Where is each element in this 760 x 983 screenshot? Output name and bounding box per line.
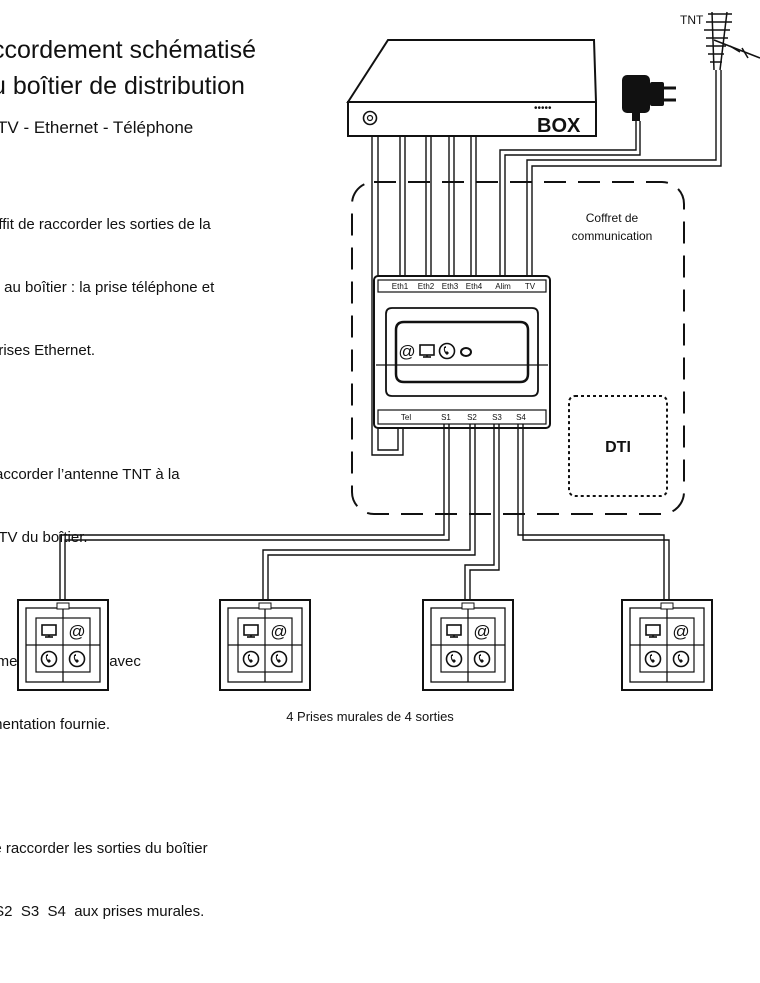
- wall-outlet-4: [621, 599, 713, 691]
- instruction-step-1: uffit de raccorder les sorties de la X a…: [0, 172, 214, 403]
- antenna-label: TNT: [680, 13, 704, 27]
- instruction-step-2: raccorder l’antenne TNT à la eTV du boît…: [0, 422, 214, 590]
- port-label-s4: S4: [516, 413, 526, 422]
- port-label-eth2: Eth2: [418, 282, 435, 291]
- box-label: BOX: [537, 115, 581, 137]
- instruction-line: X au boîtier : la prise téléphone et: [0, 279, 215, 296]
- instruction-list: uffit de raccorder les sorties de la X a…: [0, 172, 214, 983]
- wall-outlet-2: [219, 599, 311, 691]
- port-label-s1: S1: [441, 413, 451, 422]
- port-label-tel: Tel: [401, 413, 411, 422]
- instruction-line: le raccorder les sorties du boîtier: [0, 840, 208, 857]
- port-label-s2: S2: [467, 413, 477, 422]
- port-label-eth4: Eth4: [466, 282, 483, 291]
- wiring-diagram: @ Coffret de communication DTI ••••• BOX: [17, 11, 760, 724]
- port-label-eth1: Eth1: [392, 282, 409, 291]
- instruction-line: eTV du boîtier.: [0, 529, 88, 546]
- enclosure-label-line-1: Coffret de: [586, 211, 639, 225]
- outlet-cables: [59, 424, 670, 600]
- instruction-line: prises Ethernet.: [0, 342, 96, 359]
- subtitle: TV - Ethernet - Téléphone: [0, 118, 194, 137]
- ring-icon: [460, 347, 472, 357]
- at-icon: [68, 622, 86, 641]
- box-power-button: [362, 110, 378, 126]
- tnt-antenna-icon: TNT: [680, 11, 760, 71]
- at-icon: [398, 342, 416, 361]
- box-cables: [371, 70, 722, 456]
- instruction-step-4: le raccorder les sorties du boîtier S2 S…: [0, 796, 214, 964]
- internet-box: ••••• BOX: [346, 39, 598, 137]
- distribution-box: Eth1 Eth2 Eth3 Eth4 Alim TV Tel S1 S2 S3…: [373, 275, 551, 429]
- instruction-line: mentation fournie.: [0, 716, 111, 733]
- at-icon: [270, 622, 288, 641]
- dti-label: DTI: [605, 439, 631, 456]
- at-icon: [672, 622, 690, 641]
- port-label-s3: S3: [492, 413, 502, 422]
- box-led-dots: •••••: [534, 103, 552, 114]
- outlets-caption: 4 Prises murales de 4 sorties: [286, 709, 454, 724]
- power-adapter-icon: [622, 75, 676, 121]
- port-label-tv: TV: [525, 282, 536, 291]
- title-line-2: u boîtier de distribution: [0, 72, 245, 100]
- enclosure-label-line-2: communication: [572, 229, 653, 243]
- instruction-line: S2 S3 S4 aux prises murales.: [0, 903, 205, 920]
- dti-box: [568, 395, 668, 497]
- port-label-alim: Alim: [495, 282, 511, 291]
- instruction-line: uffit de raccorder les sorties de la: [0, 216, 211, 233]
- port-label-eth3: Eth3: [442, 282, 459, 291]
- title-line-1: ccordement schématisé: [0, 36, 257, 64]
- wall-outlet-3: [422, 599, 514, 691]
- wall-outlet-1: [17, 599, 109, 691]
- instruction-line: raccorder l’antenne TNT à la: [0, 466, 180, 483]
- at-icon: [473, 622, 491, 641]
